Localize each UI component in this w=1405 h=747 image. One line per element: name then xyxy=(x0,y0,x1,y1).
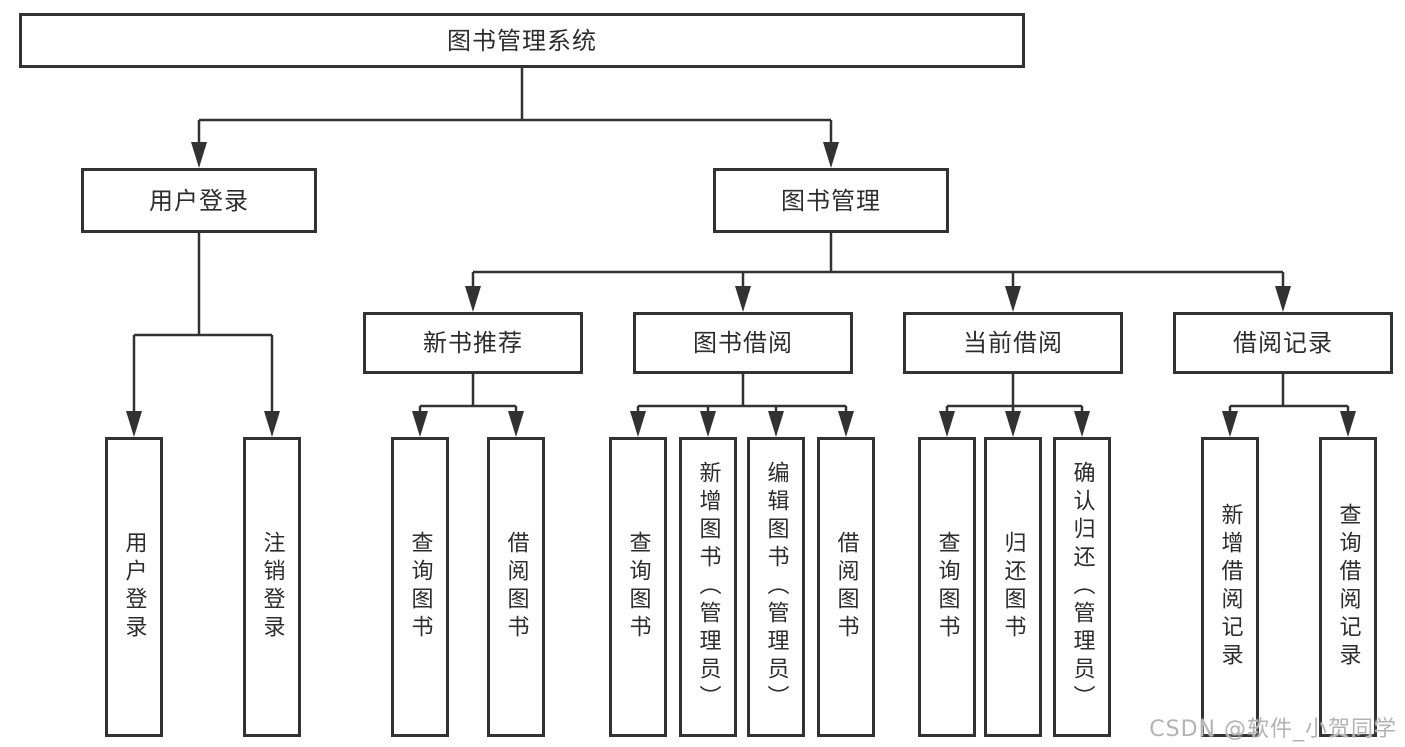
leaf-borrow-books-recommend: 借阅图书 xyxy=(487,437,545,737)
leaf-user-login: 用户登录 xyxy=(105,437,163,737)
leaf-label: 查询图书 xyxy=(934,531,960,643)
leaf-label: 借阅图书 xyxy=(503,531,529,643)
node-label: 借阅记录 xyxy=(1233,329,1333,357)
leaf-label: 新增图书（管理员） xyxy=(695,461,721,713)
leaf-label: 编辑图书（管理员） xyxy=(763,461,789,713)
leaf-confirm-return-admin: 确认归还（管理员） xyxy=(1053,437,1111,737)
leaf-query-books-recommend: 查询图书 xyxy=(391,437,449,737)
node-user-login: 用户登录 xyxy=(81,168,317,233)
node-label: 用户登录 xyxy=(149,186,249,215)
node-library-management-system: 图书管理系统 xyxy=(19,13,1025,68)
leaf-label: 用户登录 xyxy=(121,531,147,643)
leaf-label: 注销登录 xyxy=(259,531,285,643)
leaf-label: 借阅图书 xyxy=(833,531,859,643)
leaf-logout: 注销登录 xyxy=(243,437,301,737)
leaf-return-books: 归还图书 xyxy=(984,437,1042,737)
csdn-watermark: CSDN @软件_小贺同学 xyxy=(1149,717,1397,742)
leaf-query-books-current: 查询图书 xyxy=(918,437,976,737)
leaf-borrow-books: 借阅图书 xyxy=(817,437,875,737)
node-new-book-recommend: 新书推荐 xyxy=(363,312,583,374)
leaf-label: 查询图书 xyxy=(625,531,651,643)
leaf-add-borrow-record: 新增借阅记录 xyxy=(1201,437,1259,737)
leaf-label: 新增借阅记录 xyxy=(1217,503,1243,671)
leaf-label: 归还图书 xyxy=(1000,531,1026,643)
leaf-label: 查询图书 xyxy=(407,531,433,643)
node-book-management: 图书管理 xyxy=(713,168,949,233)
node-label: 图书管理系统 xyxy=(447,26,597,55)
node-label: 图书管理 xyxy=(781,186,881,215)
node-label: 新书推荐 xyxy=(423,329,523,357)
leaf-query-books-borrow: 查询图书 xyxy=(609,437,667,737)
node-book-borrow: 图书借阅 xyxy=(633,312,853,374)
node-label: 图书借阅 xyxy=(693,329,793,357)
leaf-label: 确认归还（管理员） xyxy=(1069,461,1095,713)
leaf-label: 查询借阅记录 xyxy=(1335,503,1361,671)
leaf-query-borrow-record: 查询借阅记录 xyxy=(1319,437,1377,737)
node-current-borrow: 当前借阅 xyxy=(903,312,1123,374)
arrowhead-icons xyxy=(126,142,1356,437)
leaf-edit-books-admin: 编辑图书（管理员） xyxy=(747,437,805,737)
node-label: 当前借阅 xyxy=(963,329,1063,357)
node-borrow-records: 借阅记录 xyxy=(1173,312,1393,374)
leaf-add-books-admin: 新增图书（管理员） xyxy=(679,437,737,737)
